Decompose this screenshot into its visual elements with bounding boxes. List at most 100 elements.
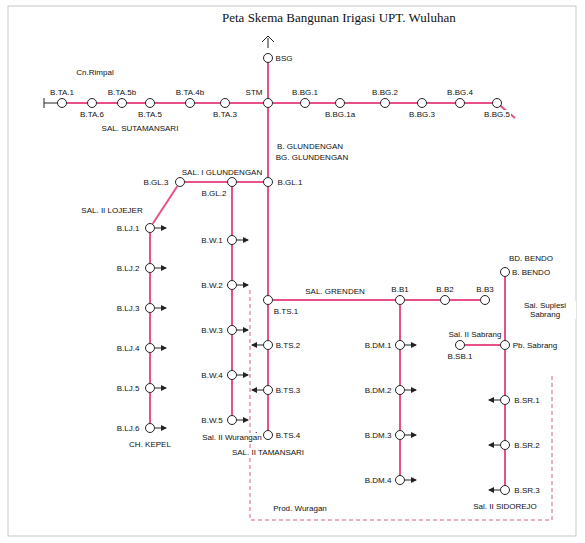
- building-node: B.BG.5: [492, 98, 502, 108]
- offtake-arrow: [237, 330, 248, 331]
- irrigation-channel: [465, 102, 492, 104]
- irrigation-channel: [504, 350, 506, 395]
- building-code: B.LJ.4: [116, 344, 141, 353]
- building-node: B.SR.1: [500, 395, 510, 405]
- irrigation-channel: [185, 181, 227, 183]
- building-node: B.DM.1: [395, 340, 405, 350]
- irrigation-channel: [153, 186, 178, 224]
- irrigation-channel: [155, 102, 185, 104]
- irrigation-channel: [390, 102, 417, 104]
- irrigation-channel: [231, 290, 233, 325]
- irrigation-channel: [195, 102, 220, 104]
- building-code: B.BG.5: [483, 110, 511, 119]
- building-node: B.TS.4: [263, 430, 273, 440]
- building-code: B.BG.3: [408, 110, 436, 119]
- building-code: Pb. Sabrang: [512, 341, 558, 350]
- building-node: B.LJ.3: [145, 303, 155, 313]
- building-node: B.BG.2: [380, 98, 390, 108]
- building-node: B.W.2: [227, 280, 237, 290]
- building-code: B.TA.4b: [175, 88, 205, 97]
- building-code: B.TA.1: [49, 88, 75, 97]
- offtake-arrow: [237, 285, 248, 286]
- channel-name: BG. GLUNDENGAN: [275, 153, 349, 162]
- irrigation-channel: [465, 344, 500, 346]
- building-node: B.LJ.6: [145, 423, 155, 433]
- offtake-arrow: [155, 228, 166, 229]
- irrigation-channel: [399, 440, 401, 475]
- offtake-arrow: [405, 435, 416, 436]
- building-node: B.BG.4: [455, 98, 465, 108]
- irrigation-channel: [230, 102, 263, 104]
- building-node: B.DM.2: [395, 385, 405, 395]
- building-code: B.SR.2: [513, 441, 540, 450]
- building-node: B.GL.1: [263, 177, 273, 187]
- offtake-arrow: [155, 388, 166, 389]
- building-code: B.SR.3: [513, 486, 540, 495]
- building-node: B.BG.1: [300, 98, 310, 108]
- channel-name: Sal. II Sabrang: [448, 330, 503, 339]
- building-node: B.LJ.2: [145, 263, 155, 273]
- irrigation-channel: [267, 350, 269, 385]
- building-node: B.W.3: [227, 325, 237, 335]
- irrigation-channel: [231, 187, 233, 235]
- channel-name: Cn.Rimpal: [75, 68, 114, 77]
- building-code: B.TA.5b: [107, 88, 137, 97]
- building-node: B.TA.3: [220, 98, 230, 108]
- building-code: B.TA.5: [137, 110, 163, 119]
- building-node: B.SB.1: [455, 340, 465, 350]
- offtake-arrow: [489, 445, 500, 446]
- irrigation-channel: [149, 233, 151, 263]
- building-code: B.W.4: [200, 371, 223, 380]
- building-node: B.TA.6: [87, 98, 97, 108]
- building-code: B.TA.6: [79, 110, 105, 119]
- building-code: B.B1: [390, 285, 409, 294]
- offtake-arrow: [237, 240, 248, 241]
- building-node: B.DM.3: [395, 430, 405, 440]
- building-code: B.GL.3: [143, 178, 170, 187]
- channel-name: CH. KEPEL: [128, 440, 172, 449]
- building-node: B. BENDO: [500, 267, 510, 277]
- irrigation-channel: [399, 395, 401, 430]
- channel-name: SAL. GRENDEN: [304, 287, 366, 296]
- building-code: B.LJ.1: [116, 224, 141, 233]
- building-code: STM: [245, 88, 264, 97]
- irrigation-channel: [405, 299, 440, 301]
- irrigation-channel: [504, 450, 506, 485]
- building-code: B.B3: [475, 285, 494, 294]
- offtake-arrow: [155, 348, 166, 349]
- building-node: B.B3: [480, 295, 490, 305]
- irrigation-channel: [267, 63, 269, 98]
- building-code: B.B2: [435, 285, 454, 294]
- building-code: B.GL.2: [201, 189, 228, 198]
- building-code: B.DM.3: [364, 431, 393, 440]
- building-node: STM: [263, 98, 273, 108]
- channel-name: SAL. II TAMANSARI: [231, 448, 305, 457]
- building-node: B.TS.2: [263, 340, 273, 350]
- building-node: B.SR.2: [500, 440, 510, 450]
- building-code: B.W.5: [200, 416, 223, 425]
- building-code: B.GL.1: [277, 178, 304, 187]
- channel-name: B. GLUNDENGAN: [276, 142, 344, 151]
- offtake-arrow: [489, 490, 500, 491]
- building-code: BSG: [275, 54, 294, 63]
- irrigation-channel: [149, 313, 151, 343]
- map-frame: [8, 6, 576, 536]
- building-code: B.LJ.2: [116, 264, 141, 273]
- map-title: Peta Skema Bangunan Irigasi UPT. Wuluhan: [222, 10, 456, 26]
- building-node: Pb. Sabrang: [500, 340, 510, 350]
- irrigation-channel: [399, 305, 401, 340]
- offtake-arrow: [155, 268, 166, 269]
- building-code: B.DM.1: [364, 341, 393, 350]
- building-node: B.B1: [395, 295, 405, 305]
- irrigation-channel: [127, 102, 145, 104]
- building-code: B.TS.4: [275, 431, 301, 440]
- building-node: B.TA.4b: [185, 98, 195, 108]
- building-node: B.LJ.1: [145, 223, 155, 233]
- irrigation-channel: [149, 273, 151, 303]
- offtake-arrow: [405, 480, 416, 481]
- building-node: BSG: [263, 53, 273, 63]
- channel-name: Prod. Wuragan: [272, 504, 328, 513]
- building-node: B.W.4: [227, 370, 237, 380]
- building-code: B.TS.2: [275, 341, 301, 350]
